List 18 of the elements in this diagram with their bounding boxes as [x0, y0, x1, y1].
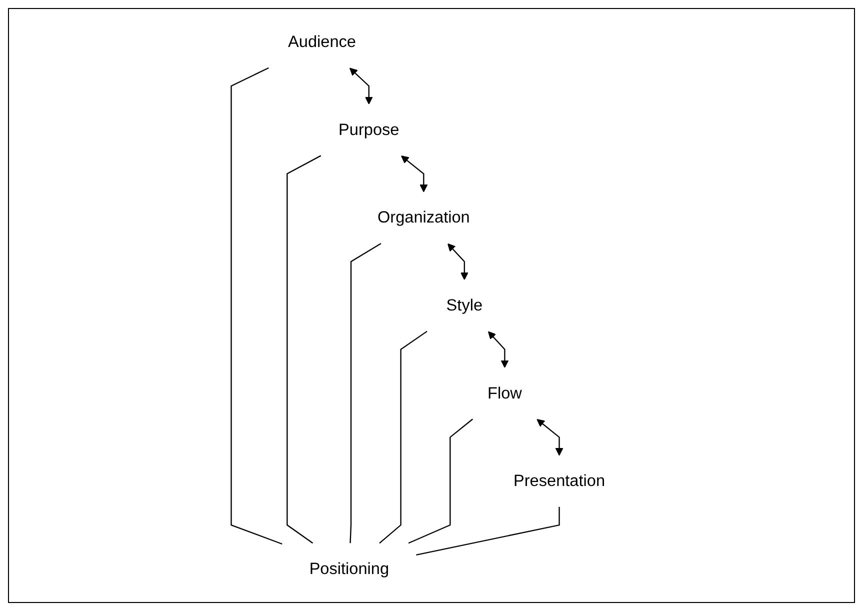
- node-text: Style: [446, 296, 482, 314]
- node-text: Positioning: [309, 559, 389, 578]
- connector: [408, 418, 473, 544]
- arrow: [447, 243, 468, 280]
- arrow: [400, 156, 428, 192]
- node-text: Audience: [288, 32, 356, 51]
- node-text: Organization: [377, 208, 470, 226]
- arrow: [488, 331, 508, 368]
- connector: [286, 155, 321, 544]
- connector: [416, 506, 560, 556]
- arrow: [349, 68, 373, 104]
- node-text: Flow: [487, 384, 522, 402]
- arrow: [536, 418, 564, 456]
- node-text: Presentation: [513, 472, 605, 490]
- connector: [378, 330, 428, 544]
- connector: [349, 242, 382, 544]
- connector: [230, 67, 282, 545]
- node-text: Purpose: [338, 120, 400, 138]
